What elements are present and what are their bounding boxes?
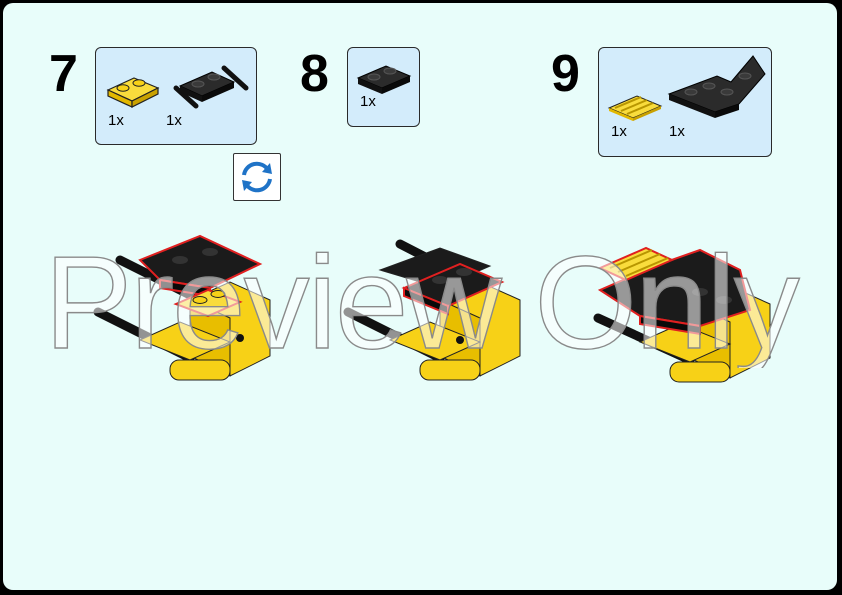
step-9-parts-callout: 1x 1x (598, 47, 772, 157)
step-7-number: 7 (49, 45, 78, 103)
rotate-model-button[interactable] (233, 153, 281, 201)
step-7-part-1-qty: 1x (108, 112, 124, 129)
black-plate-1x2-icon (356, 65, 412, 94)
rotate-model-icon (242, 161, 272, 193)
step-7-parts-callout: 1x 1x (95, 47, 257, 145)
step-9-model-illustration (593, 246, 771, 383)
step-8-parts-callout: 1x (347, 47, 420, 127)
step-9-number: 9 (551, 45, 580, 103)
black-wedge-plate-icon (667, 55, 766, 118)
step-7-part-2-qty: 1x (166, 112, 182, 129)
step-9-part-2-qty: 1x (669, 123, 685, 140)
yellow-plate-1x2-icon (106, 77, 160, 108)
step-8-part-1-qty: 1x (360, 93, 376, 110)
step-9-part-1-qty: 1x (611, 123, 627, 140)
step-8-model-illustration (343, 239, 521, 381)
black-plate-with-bars-icon (173, 65, 249, 109)
step-8-number: 8 (300, 45, 329, 103)
yellow-grille-tile-icon (607, 95, 663, 121)
step-7-model-illustration (93, 234, 271, 381)
